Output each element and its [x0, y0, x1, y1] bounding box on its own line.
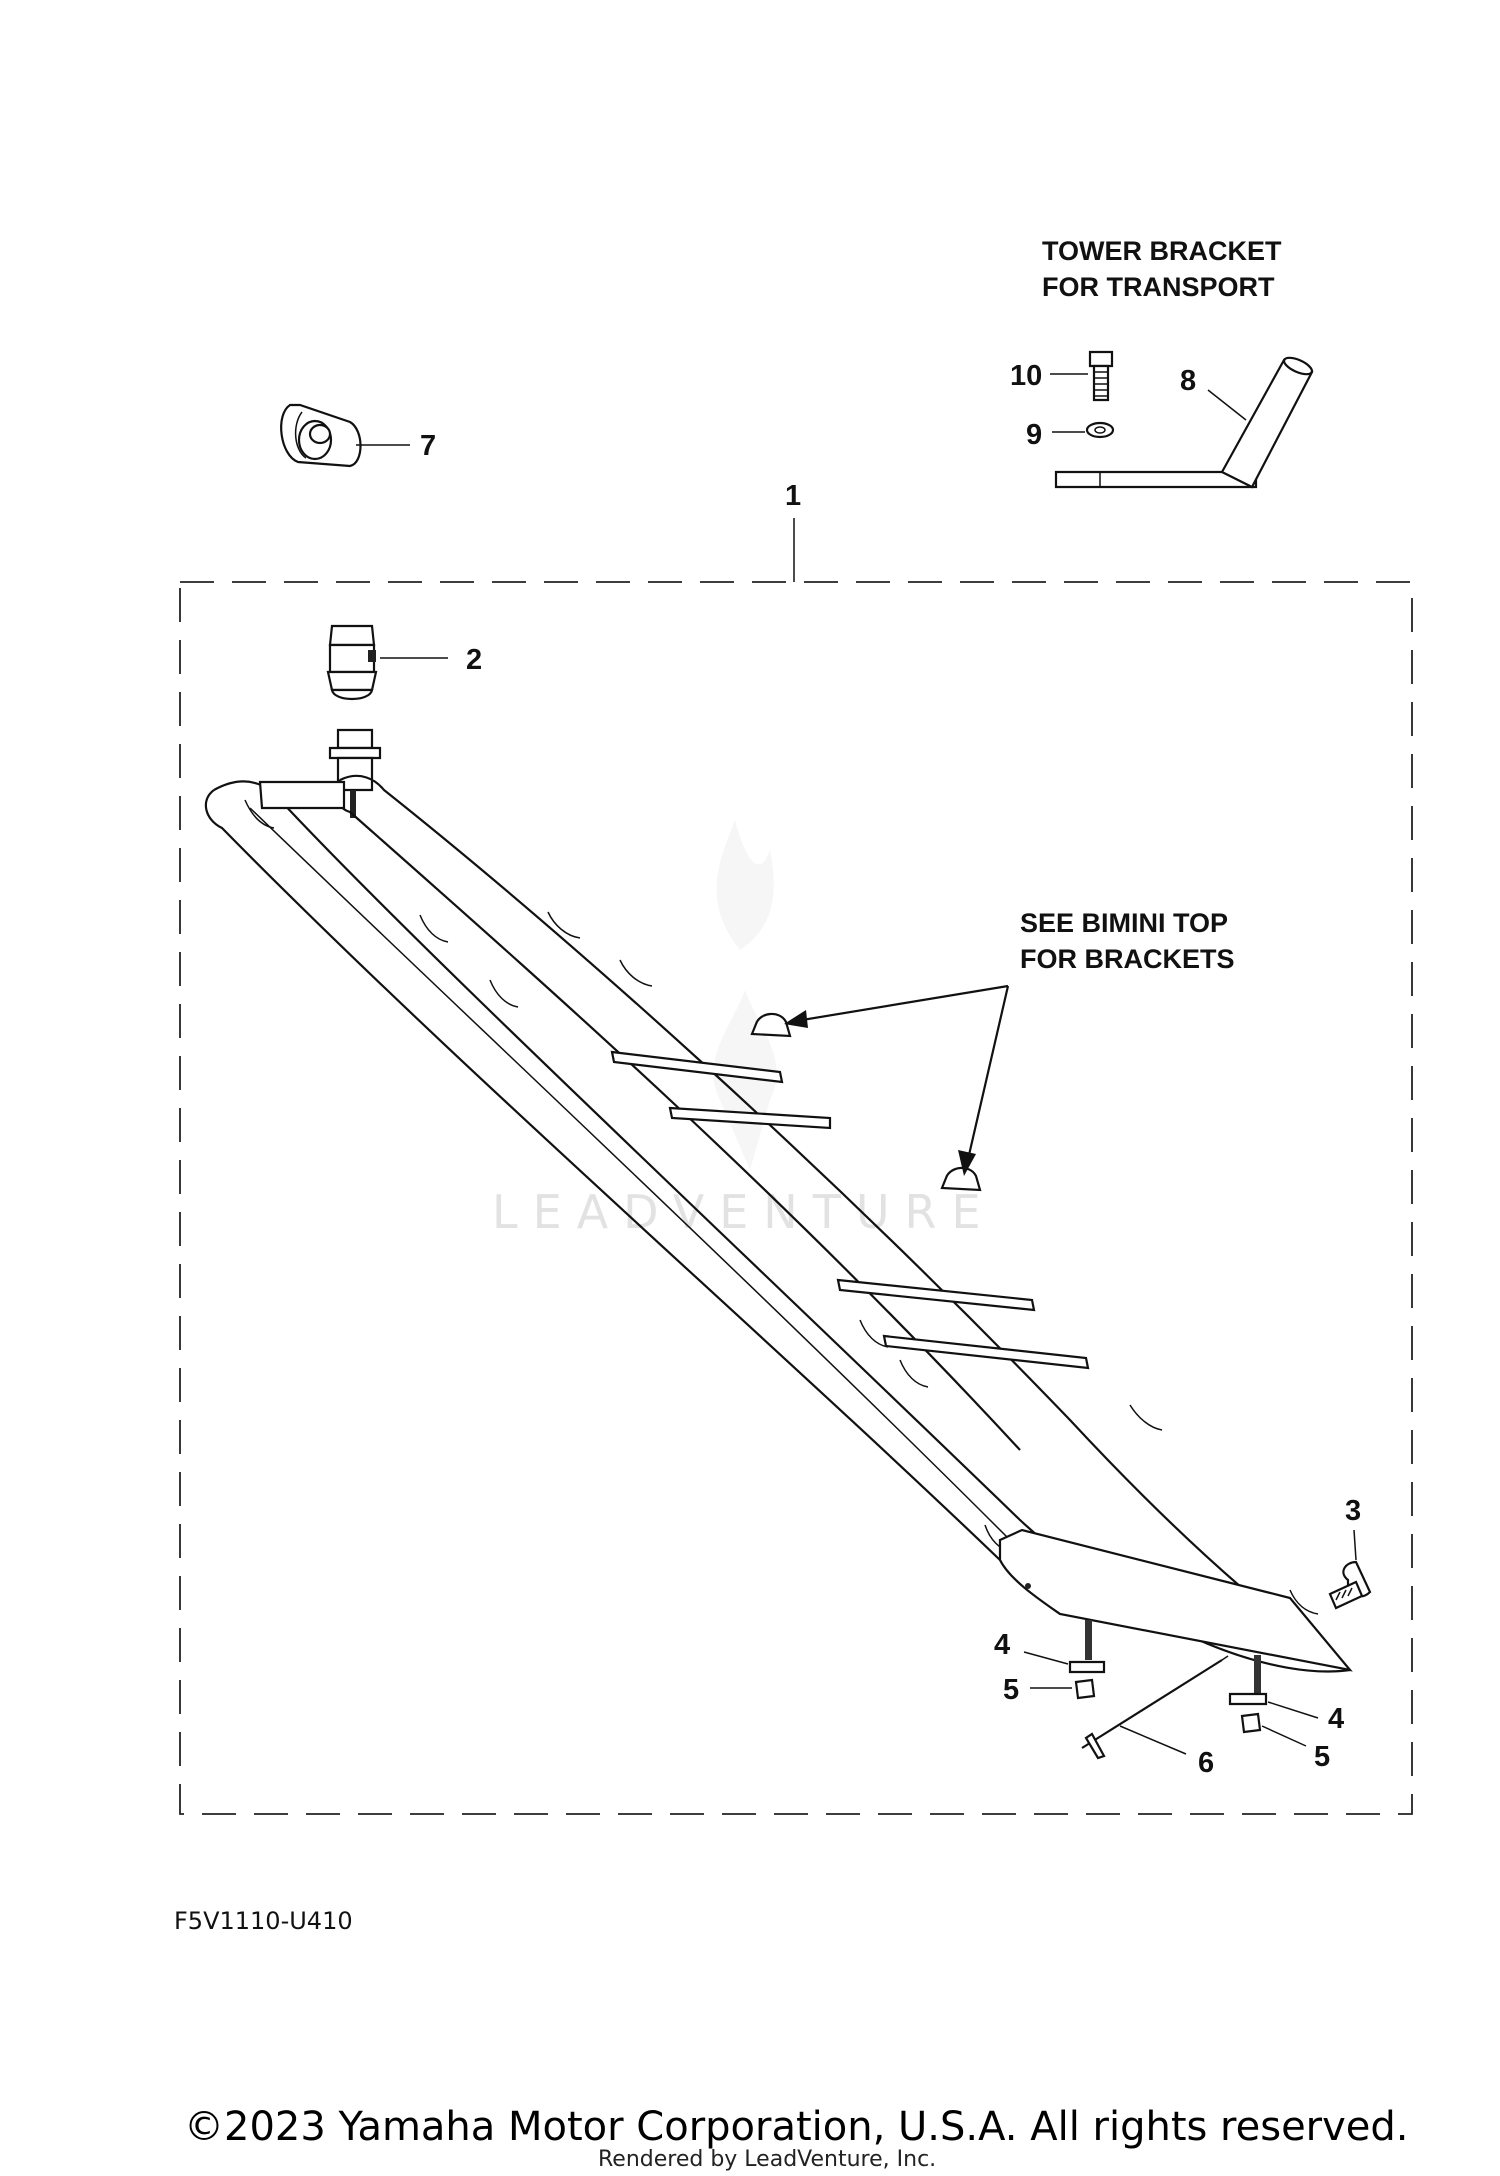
- callout-7: 7: [420, 430, 436, 462]
- figure-code: F5V1110-U410: [174, 1907, 353, 1935]
- part-4-plate-left[interactable]: [1068, 1660, 1106, 1674]
- leader-8: [1207, 389, 1247, 421]
- leader-6: [1119, 1725, 1187, 1755]
- part-1-wakeboard-tower[interactable]: [204, 774, 1353, 1673]
- part-2-fitting[interactable]: [326, 624, 378, 701]
- leader-5-right: [1261, 1725, 1307, 1747]
- part-5-nut-left[interactable]: [1074, 1678, 1096, 1700]
- bimini-note-line1: SEE BIMINI TOP: [1020, 908, 1228, 938]
- kit-boundary-box: [179, 581, 1413, 1815]
- transport-note-line2: FOR TRANSPORT: [1042, 272, 1275, 302]
- part-4-plate-right[interactable]: [1228, 1692, 1268, 1706]
- leader-4-right: [1267, 1701, 1319, 1719]
- bimini-arrows: [784, 984, 1010, 1176]
- part-3-knob-screw[interactable]: [1328, 1560, 1372, 1610]
- part-6-pin[interactable]: [1081, 1655, 1229, 1760]
- callout-8: 8: [1180, 365, 1196, 397]
- leader-3: [1353, 1529, 1357, 1561]
- tower-top-post: [328, 728, 382, 818]
- part-5-nut-right[interactable]: [1240, 1712, 1262, 1734]
- part-9-washer[interactable]: [1085, 421, 1115, 439]
- callout-4-right: 4: [1328, 1703, 1344, 1735]
- callout-5-left: 5: [1003, 1674, 1019, 1706]
- callout-5-right: 5: [1314, 1741, 1330, 1773]
- part-10-bolt[interactable]: [1088, 350, 1114, 402]
- callout-9: 9: [1026, 419, 1042, 451]
- callout-1: 1: [785, 480, 801, 512]
- part-7-cap[interactable]: [280, 403, 362, 468]
- callout-2: 2: [466, 644, 482, 676]
- callout-4-left: 4: [994, 1629, 1010, 1661]
- callout-6: 6: [1198, 1747, 1214, 1779]
- transport-note-line1: TOWER BRACKET: [1042, 236, 1282, 266]
- callout-10: 10: [1010, 360, 1042, 392]
- studs: [1085, 1620, 1261, 1693]
- rendered-by-text: Rendered by LeadVenture, Inc.: [598, 2147, 936, 2172]
- watermark-text: LEADVENTURE: [492, 1185, 996, 1239]
- callout-3: 3: [1345, 1495, 1361, 1527]
- part-8-transport-bracket[interactable]: [1054, 354, 1314, 489]
- leader-4-left: [1023, 1651, 1069, 1665]
- bimini-note-line2: FOR BRACKETS: [1020, 944, 1235, 974]
- copyright-text: ©2023 Yamaha Motor Corporation, U.S.A. A…: [184, 2104, 1409, 2150]
